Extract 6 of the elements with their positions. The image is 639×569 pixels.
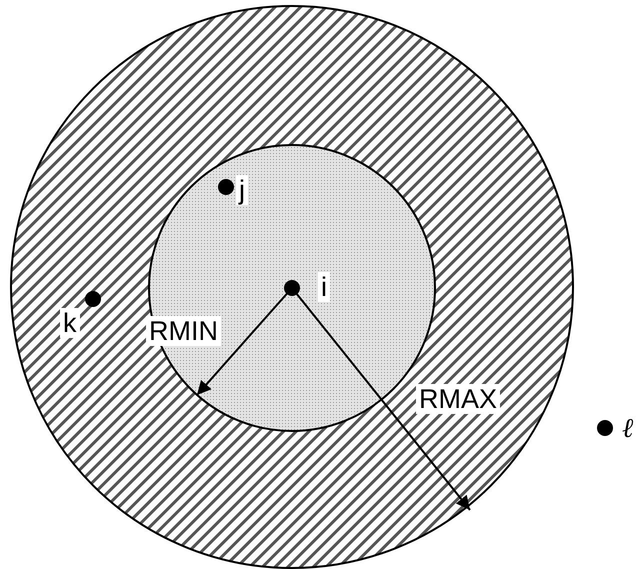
dimension-label: RMAX: [416, 384, 500, 414]
point-label: i: [318, 272, 330, 302]
dimension-label: RMIN: [146, 316, 221, 346]
point-label: ℓ: [621, 413, 634, 443]
point-label: j: [236, 175, 248, 205]
point-label: k: [60, 308, 80, 338]
